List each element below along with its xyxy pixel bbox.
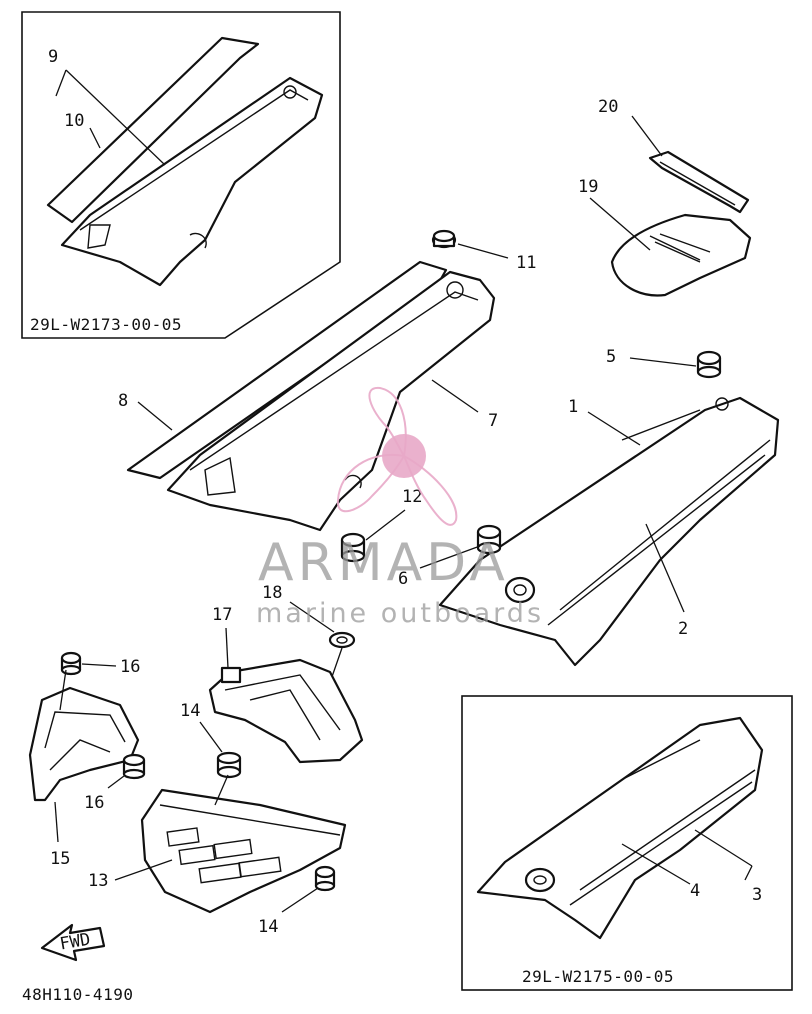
inset-bottom-right: 29L-W2175-00-05 [461,695,793,991]
watermark-brand: ARMADA [258,533,509,593]
propeller-logo-icon [336,386,458,526]
callout-2: 2 [678,619,688,639]
part-1-2-side-cover [438,396,780,667]
inset-code-bottom-right: 29L-W2175-00-05 [522,967,674,986]
callout-4: 4 [690,881,700,901]
part-17-bracket [208,627,364,764]
part-7-8-side-cover [126,260,496,532]
part-20-strap [631,115,750,214]
callout-6: 6 [398,569,408,589]
inset-top-left: 29L-W2173-00-05 [21,11,341,339]
callout-16-bottom: 16 [84,793,104,813]
callout-14-bottom: 14 [258,917,278,937]
part-14-grommet-top [199,721,242,806]
callout-15: 15 [50,849,70,869]
part-15-guard [28,686,140,843]
part-19-pouch [589,197,752,297]
fwd-label: FWD [58,930,92,955]
part-6-grommet [419,524,502,569]
callout-18: 18 [262,583,282,603]
part-18-grommet [289,601,356,741]
watermark: ARMADA marine outboards [256,386,544,629]
callout-9: 9 [48,47,58,67]
callout-10: 10 [64,111,84,131]
callout-5: 5 [606,347,616,367]
watermark-tagline: marine outboards [256,598,544,629]
part-14-grommet-bottom [281,865,336,913]
part-5-grommet [629,350,722,379]
callout-1: 1 [568,397,578,417]
part-11-grommet [431,229,509,259]
part-16-grommet-bottom [107,753,146,789]
callout-11: 11 [516,253,536,273]
callout-3: 3 [752,885,762,905]
callout-13: 13 [88,871,108,891]
inset-code-top-left: 29L-W2173-00-05 [30,315,182,334]
callout-labels: 9 10 20 19 11 5 8 7 1 12 6 2 18 17 16 14… [48,47,762,937]
callout-17: 17 [212,605,232,625]
callout-14-top: 14 [180,701,200,721]
callout-16-top: 16 [120,657,140,677]
callout-8: 8 [118,391,128,411]
drawing-number: 48H110-4190 [22,985,133,1004]
part-16-grommet-top [59,651,117,711]
part-13-guard [114,788,347,914]
fwd-arrow-icon: FWD [40,923,106,962]
callout-20: 20 [598,97,618,117]
callout-7: 7 [488,411,498,431]
callout-12: 12 [402,487,422,507]
part-12-grommet [340,509,406,563]
callout-19: 19 [578,177,598,197]
